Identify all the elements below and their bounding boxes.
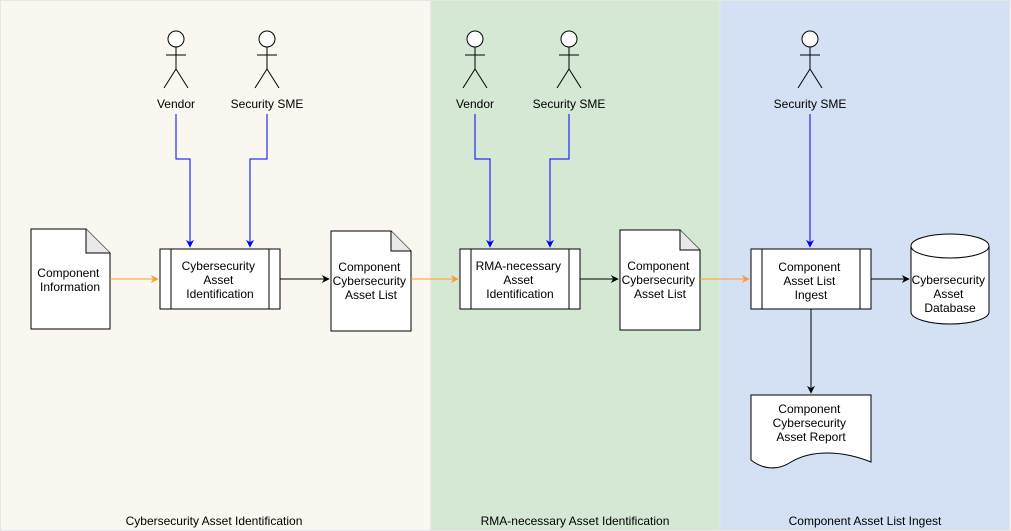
- edge-vendor-1-to-process[interactable]: [175, 114, 194, 248]
- document-component-cybersecurity-asset-report[interactable]: [750, 394, 872, 469]
- documents: [30, 228, 872, 469]
- process-label: Component Asset List Ingest: [778, 260, 843, 302]
- actor-label: Security SME: [231, 97, 304, 111]
- document-label: Component Cybersecurity Asset Report: [773, 402, 850, 444]
- process-rma-necessary-asset-identification[interactable]: [459, 248, 581, 310]
- database-label: Cybersecurity Asset Database: [912, 273, 989, 315]
- actor-edges: [175, 114, 814, 248]
- actor-security-sme-1[interactable]: [254, 30, 280, 89]
- actor-label: Vendor: [456, 97, 494, 111]
- lane-label: Component Asset List Ingest: [789, 514, 942, 528]
- edge-vendor-2-to-process[interactable]: [474, 114, 494, 248]
- document-label: Component Cybersecurity Asset List: [333, 260, 410, 302]
- lane-label: Cybersecurity Asset Identification: [126, 514, 303, 528]
- process-labels: Cybersecurity Asset Identification RMA-n…: [182, 259, 843, 302]
- document-component-information[interactable]: [30, 228, 111, 330]
- document-label: Component Cybersecurity Asset List: [622, 259, 699, 301]
- process-label: Cybersecurity Asset Identification: [182, 259, 259, 301]
- database-cybersecurity-asset[interactable]: [910, 233, 990, 325]
- actor-security-sme-2[interactable]: [556, 30, 582, 89]
- edge-sme-1-to-process[interactable]: [246, 114, 268, 248]
- edge-sme-2-to-process[interactable]: [546, 114, 570, 248]
- actor-label: Vendor: [157, 97, 195, 111]
- actor-label: Security SME: [774, 97, 847, 111]
- actor-security-sme-3[interactable]: [797, 30, 823, 89]
- actor-vendor-1[interactable]: [163, 30, 189, 89]
- process-cybersecurity-asset-identification[interactable]: [159, 248, 281, 310]
- document-labels: Component Information Component Cybersec…: [37, 259, 850, 444]
- actor-vendor-2[interactable]: [462, 30, 488, 89]
- document-label: Component Information: [37, 266, 102, 294]
- flow-edges: [110, 275, 910, 394]
- document-component-cybersecurity-asset-list-1[interactable]: [330, 230, 412, 332]
- actor-labels: Vendor Security SME Vendor Security SME …: [157, 97, 846, 111]
- actor-label: Security SME: [533, 97, 606, 111]
- lane-label: RMA-necessary Asset Identification: [481, 514, 670, 528]
- actors: [163, 30, 823, 89]
- document-component-cybersecurity-asset-list-2[interactable]: [619, 229, 701, 331]
- process-label: RMA-necessary Asset Identification: [476, 259, 565, 301]
